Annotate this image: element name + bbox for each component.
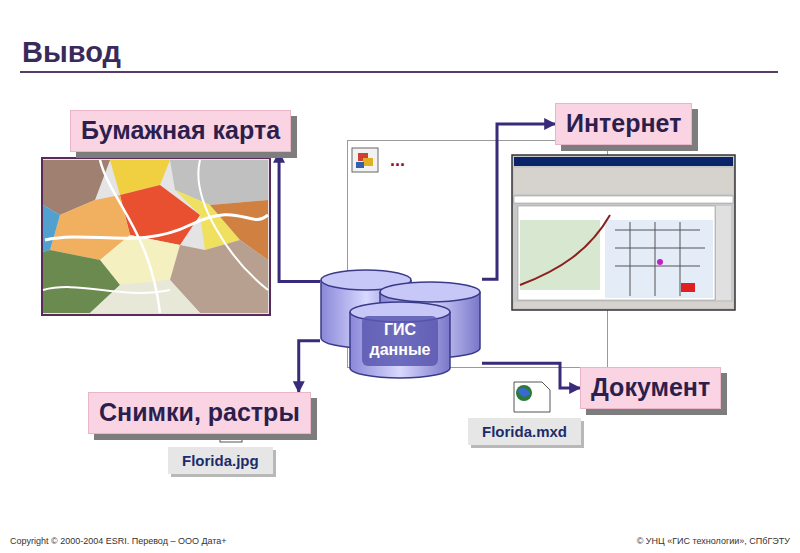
paper-map bbox=[42, 158, 270, 315]
output-arrow bbox=[279, 152, 320, 281]
ellipsis: ... bbox=[390, 150, 405, 171]
output-box: Снимки, растры bbox=[88, 392, 311, 434]
output-box: Бумажная карта bbox=[70, 110, 291, 152]
mxd-icon bbox=[514, 382, 550, 412]
node-text: Снимки, растры bbox=[99, 398, 300, 427]
file-name-box: Florida.mxd bbox=[468, 418, 581, 445]
node-text: Интернет bbox=[566, 109, 681, 138]
copyright-note: Copyright © 2000-2004 ESRI. Перевод – ОО… bbox=[10, 536, 227, 546]
output-box: Интернет bbox=[555, 103, 692, 145]
title-rule bbox=[20, 71, 778, 73]
output-arrow bbox=[299, 341, 320, 392]
node-text: Florida.jpg bbox=[182, 452, 259, 469]
slide-title: Вывод bbox=[22, 36, 121, 69]
file-name-box: Florida.jpg bbox=[168, 447, 273, 474]
copyright-note: © УНЦ «ГИС технологии», СПбГЭТУ bbox=[637, 536, 790, 546]
output-arrow bbox=[482, 363, 580, 388]
node-text: Документ bbox=[591, 373, 710, 402]
app-icon bbox=[352, 148, 378, 172]
node-text: Florida.mxd bbox=[482, 423, 567, 440]
node-text: ГИС данные bbox=[352, 320, 448, 360]
database-cylinders: ГИС данные bbox=[320, 268, 482, 380]
output-arrow bbox=[482, 124, 555, 279]
browser-window bbox=[512, 155, 735, 310]
output-box: Документ bbox=[580, 367, 721, 409]
node-text: Бумажная карта bbox=[81, 116, 280, 145]
